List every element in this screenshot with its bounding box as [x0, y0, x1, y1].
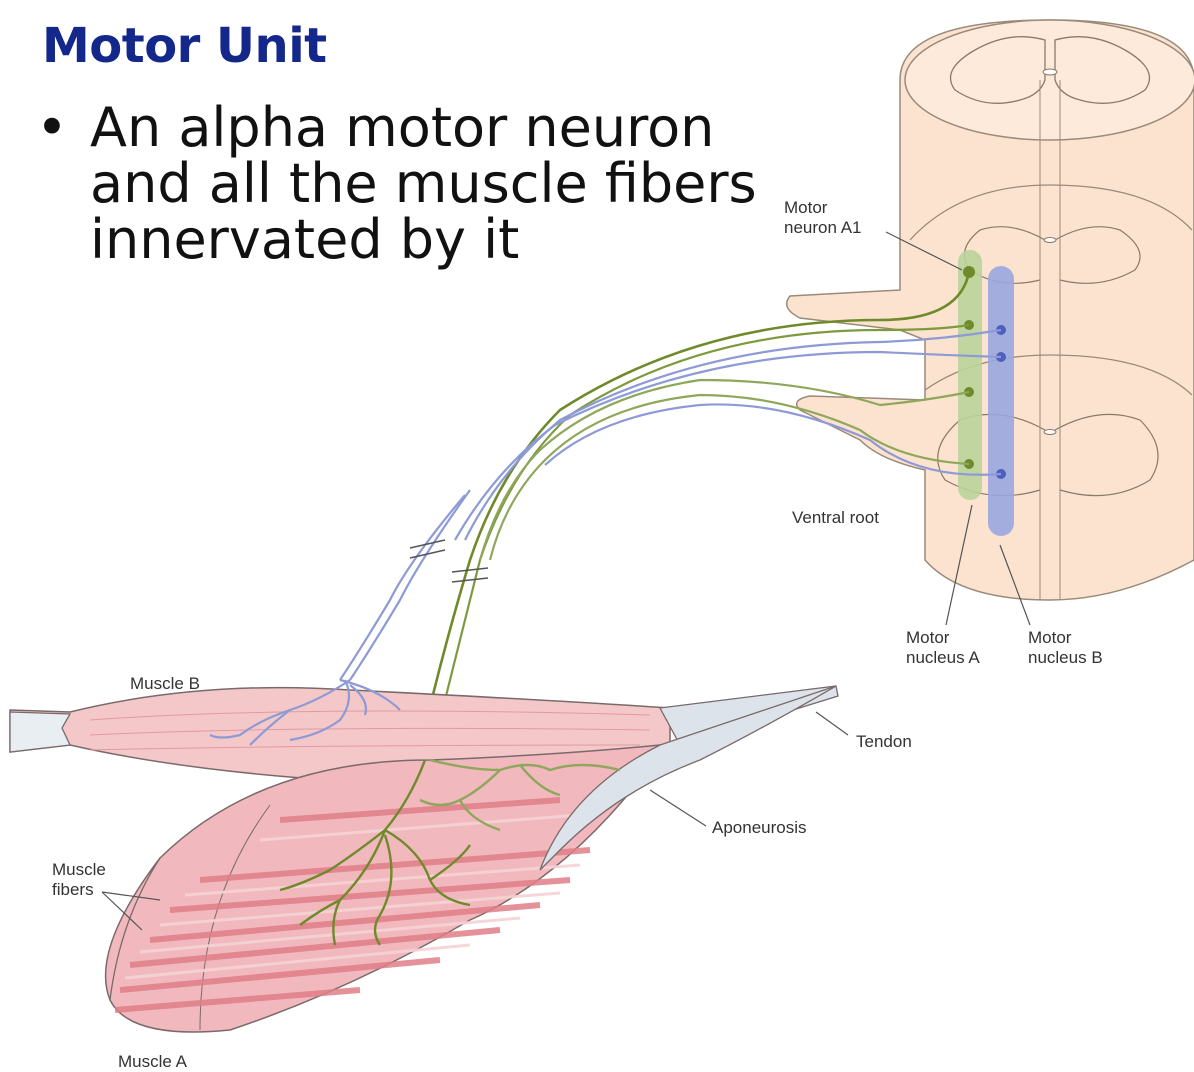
label-motor-nucleus-a: Motor nucleus A	[906, 628, 980, 668]
label-line: Muscle	[52, 860, 106, 880]
label-muscle-b: Muscle B	[130, 674, 200, 694]
label-aponeurosis: Aponeurosis	[712, 818, 807, 838]
label-line: nucleus B	[1028, 648, 1103, 668]
motor-nucleus-b-column	[988, 266, 1014, 536]
label-muscle-fibers: Muscle fibers	[52, 860, 106, 900]
label-line: Motor	[784, 198, 862, 218]
label-line: neuron A1	[784, 218, 862, 238]
label-muscle-a: Muscle A	[118, 1052, 187, 1072]
axon-bundle	[340, 272, 1001, 760]
label-ventral-root: Ventral root	[792, 508, 879, 528]
label-line: Motor	[906, 628, 980, 648]
label-motor-neuron-a1: Motor neuron A1	[784, 198, 862, 238]
label-line: fibers	[52, 880, 106, 900]
label-tendon: Tendon	[856, 732, 912, 752]
label-line: Motor	[1028, 628, 1103, 648]
label-line: nucleus A	[906, 648, 980, 668]
muscle-a	[106, 745, 660, 1032]
label-motor-nucleus-b: Motor nucleus B	[1028, 628, 1103, 668]
